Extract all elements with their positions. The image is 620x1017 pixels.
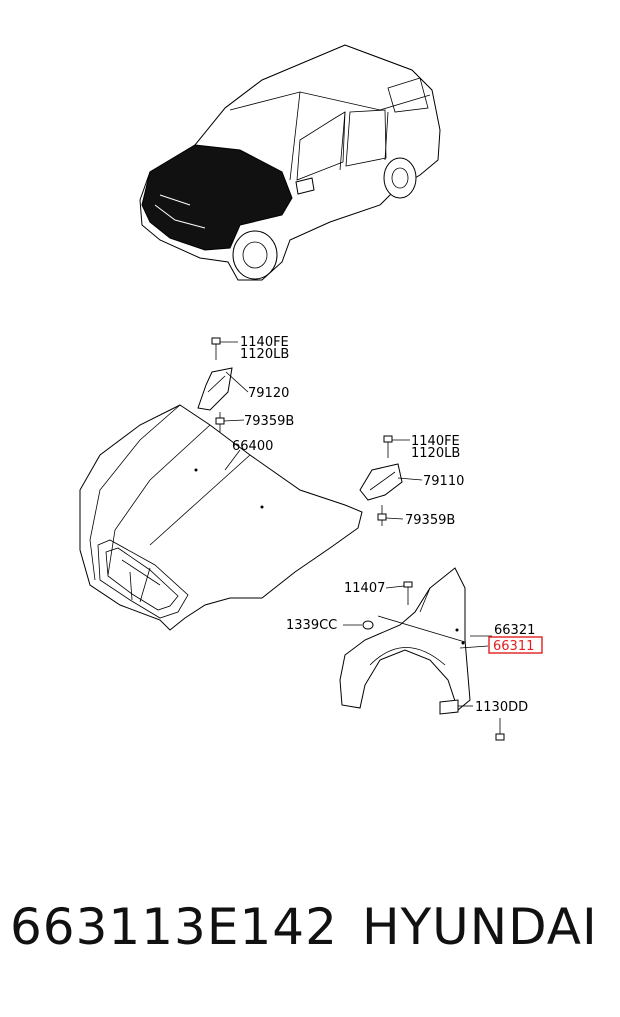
label-1120lb-left: 1120LB: [240, 347, 289, 362]
part-number-text: 663113E142: [10, 898, 338, 956]
caption: 663113E142 HYUNDAI: [10, 898, 610, 978]
highlight-box-66311: [488, 636, 543, 654]
front-fender-illustration: [339, 567, 505, 741]
parts-diagram: 1140FE 1120LB 79120 79359B 66400 1140FE …: [79, 44, 543, 741]
label-66311-highlighted[interactable]: 66311: [493, 639, 534, 654]
label-1140fe-left: 1140FE: [240, 335, 289, 350]
hinge-right-illustration: [359, 435, 403, 526]
car-overview-illustration: [139, 44, 441, 281]
label-1120lb-right: 1120LB: [411, 446, 460, 461]
label-79120: 79120: [248, 386, 289, 401]
label-79359b-right: 79359B: [405, 513, 455, 528]
label-1339cc: 1339CC: [286, 618, 337, 633]
label-79110: 79110: [423, 474, 464, 489]
leader-lines: [220, 341, 492, 707]
label-1130dd: 1130DD: [475, 700, 528, 715]
label-66400: 66400: [232, 439, 273, 454]
label-11407: 11407: [344, 581, 385, 596]
hinge-left-illustration: [197, 337, 233, 432]
hood-part-illustration: [79, 404, 363, 631]
label-1140fe-right: 1140FE: [411, 434, 460, 449]
brand-name-text: HYUNDAI: [362, 898, 598, 956]
label-66321: 66321: [494, 623, 535, 638]
car-hood-shaded: [141, 144, 293, 251]
label-79359b-left: 79359B: [244, 414, 294, 429]
